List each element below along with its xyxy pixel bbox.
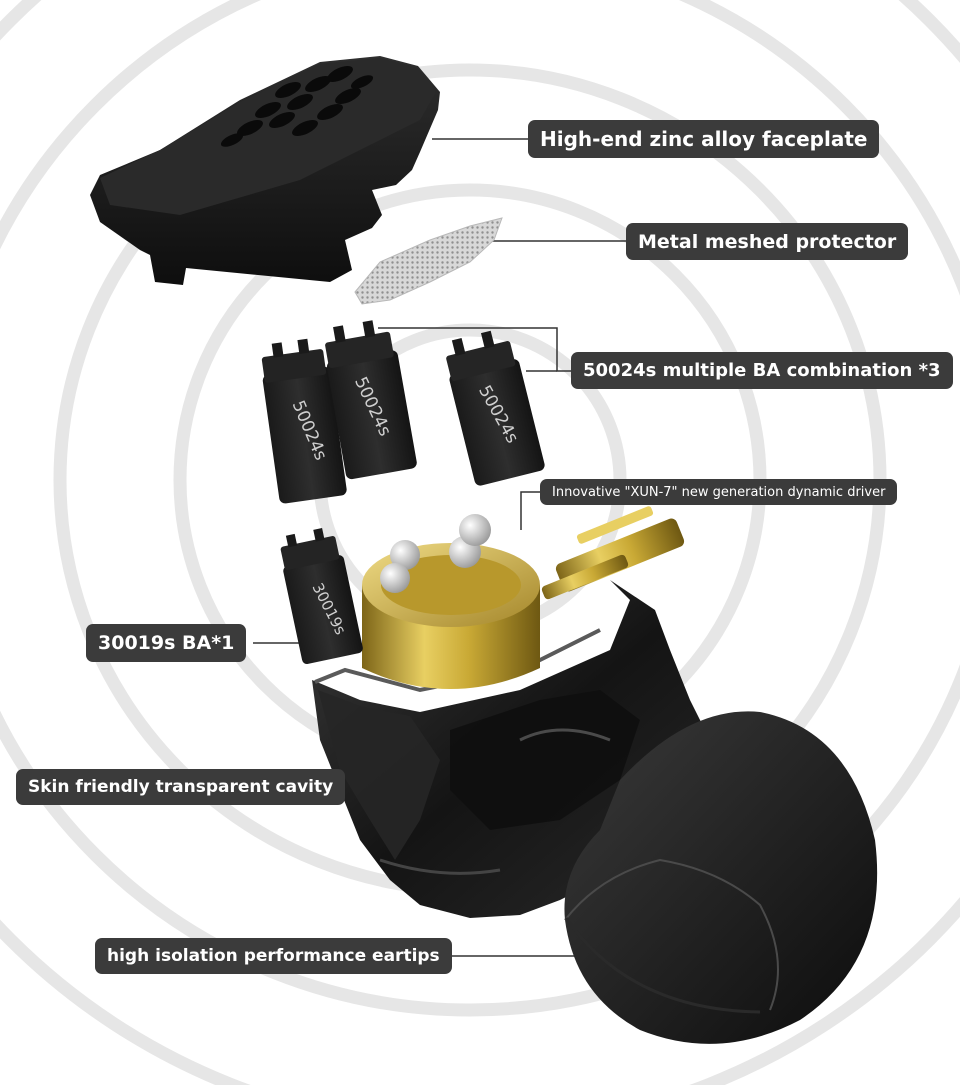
ba-driver-50024s-2: 50024s (325, 320, 417, 480)
eartip (564, 711, 878, 1044)
ba-driver-50024s-3: 50024s (446, 330, 545, 486)
label-faceplate: High-end zinc alloy faceplate (528, 120, 880, 158)
leader-line-dynamic-driver (520, 491, 540, 530)
label-eartips: high isolation performance eartips (95, 938, 452, 974)
metal-mesh-protector (354, 217, 503, 305)
faceplate-vents (220, 65, 374, 147)
background-ring (0, 0, 960, 1017)
faceplate (90, 56, 440, 285)
ba-driver-50024s-1: 50024s (261, 338, 347, 504)
label-ba-combination: 50024s multiple BA combination *3 (571, 352, 953, 389)
ba-driver-30019s: 30019s (280, 527, 363, 664)
label-mesh-protector: Metal meshed protector (626, 223, 909, 260)
label-ba-single: 30019s BA*1 (86, 624, 247, 662)
label-cavity: Skin friendly transparent cavity (16, 769, 346, 805)
gold-connector-pins (541, 506, 685, 600)
label-dynamic-driver: Innovative "XUN-7" new generation dynami… (540, 479, 898, 505)
dynamic-driver-xun7 (362, 514, 540, 689)
leader-line-ba-combo (378, 327, 571, 372)
